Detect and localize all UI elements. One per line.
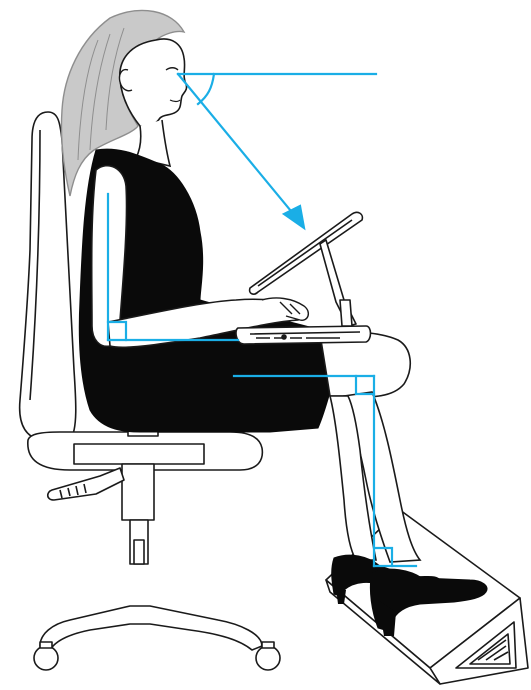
chair-gas-lift-upper [122,464,154,520]
laptop-base [236,326,371,344]
chair-caster-stem-right [262,642,274,648]
laptop-stand-post [340,300,352,326]
chair-caster-right [256,646,280,670]
chair-lever [48,468,124,500]
chair-gas-lift-inner [134,540,144,564]
chair-caster-left [34,646,58,670]
chair-base [40,606,262,650]
line-of-sight [178,74,300,222]
chair-caster-stem-left [40,642,52,648]
line-of-sight-arrowhead [284,206,304,228]
laptop-port-dot [282,335,286,339]
chair-seat-base [74,444,204,464]
